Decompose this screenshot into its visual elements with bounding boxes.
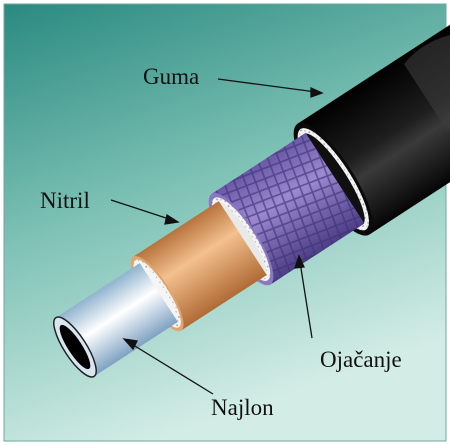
label-nitrile: Nitril [40,188,90,213]
label-outer-rubber: Guma [143,64,199,89]
label-reinforcement: Ojačanje [320,347,402,372]
label-nylon: Najlon [211,395,274,420]
